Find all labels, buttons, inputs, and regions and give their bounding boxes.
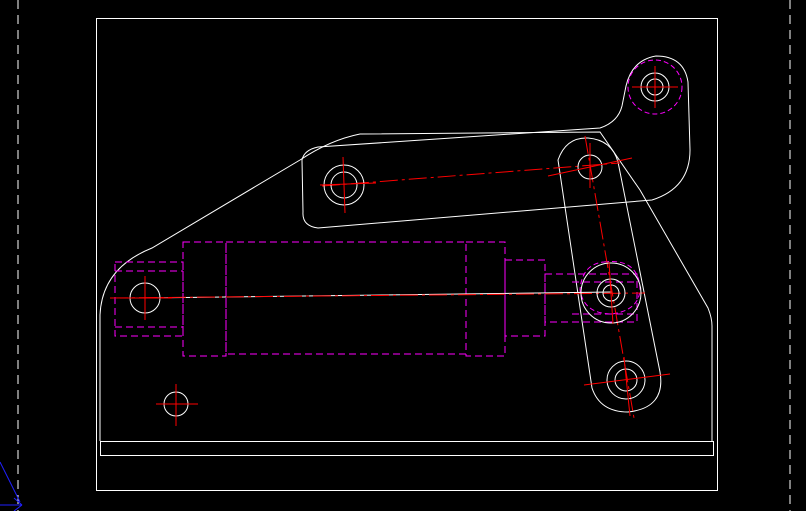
ucs-icon-line-4 <box>13 504 23 511</box>
pivot-hole-link-middle-outer <box>580 262 642 324</box>
pivot-hole-link-middle-cross-v <box>608 261 614 325</box>
swing-arm-outline <box>301 55 691 229</box>
swing-arm-centerline <box>321 162 621 187</box>
pivot-hole-link-bottom-cross-h <box>583 373 671 386</box>
pivot-hole-link-middle-inner <box>602 284 620 302</box>
pivot-hole-cylinder-rear <box>120 276 172 320</box>
hydraulic-cylinder <box>114 241 638 357</box>
drawing-frame <box>96 18 718 491</box>
cylinder-rod-clevis <box>544 273 638 323</box>
ucs-icon[interactable] <box>0 461 23 511</box>
cylinder-front-cap <box>465 241 506 357</box>
cylinder-centerline <box>109 292 646 299</box>
mounting-hole <box>156 384 198 426</box>
pivot-hole-link-bottom <box>583 356 671 417</box>
pivot-hole-link-middle-mid <box>596 278 626 308</box>
base-plate-outline <box>99 131 713 441</box>
pivot-hole-top-right <box>627 59 683 115</box>
cylinder-rear-cap <box>182 241 227 357</box>
pivot-hole-link-bottom-outer <box>606 360 646 400</box>
pivot-hole-link-bottom-cross-v <box>623 356 631 417</box>
pivot-hole-top-right-hidden <box>627 59 683 115</box>
pivot-hole-swing-arm-left-cross-v <box>342 156 346 214</box>
ucs-icon-line-1 <box>0 461 21 503</box>
pivot-hole-swing-arm-left <box>319 156 377 214</box>
base-plate-bottom-strip <box>100 441 714 456</box>
ucs-icon-line-3 <box>13 497 23 506</box>
pivot-hole-link-bottom-inner <box>614 368 638 392</box>
connecting-link-outline <box>557 137 662 413</box>
pivot-hole-link-top <box>547 143 633 188</box>
pivot-hole-link-middle <box>580 261 642 325</box>
pivot-hole-swing-arm-left-cross-h <box>319 182 377 186</box>
